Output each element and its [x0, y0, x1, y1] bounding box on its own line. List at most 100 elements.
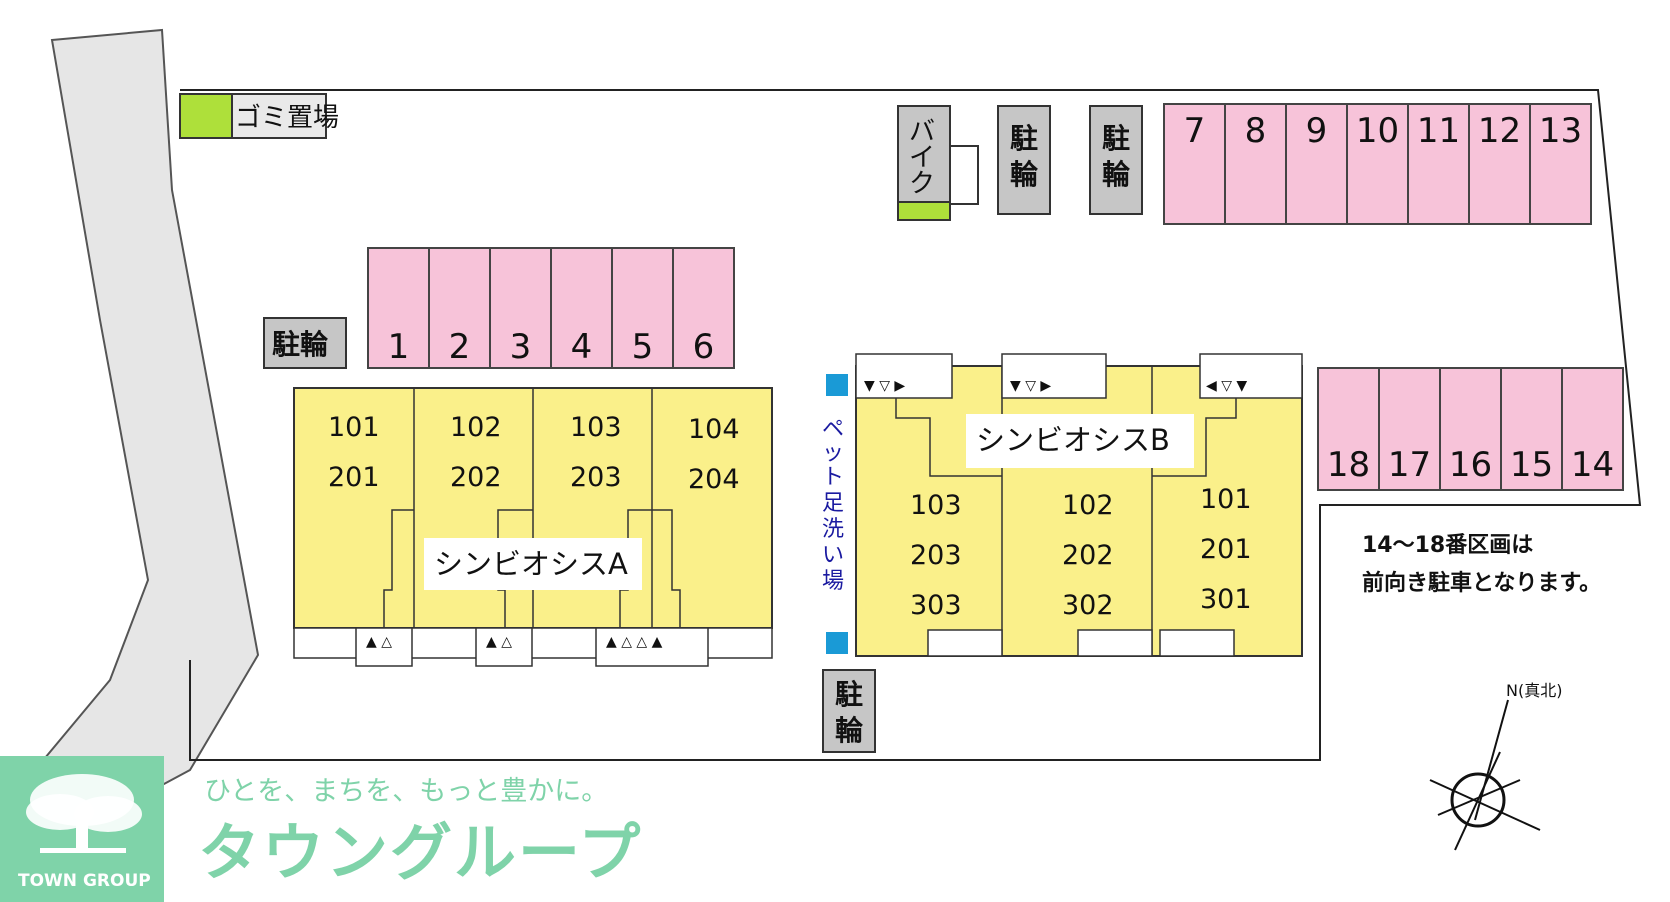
parking-right-slot-label-17: 17 [1388, 445, 1431, 485]
building-b-unit-3-f1: 101 [1200, 484, 1252, 515]
pet-wash-char-3: ト [822, 465, 844, 490]
bicycle-parking-bottom-char-1: 駐 [835, 678, 863, 711]
building-b-top-entry-2 [1001, 353, 1107, 399]
building-b-top-entry-3 [1199, 353, 1303, 399]
parking-top-right-slot-label-13: 13 [1539, 111, 1582, 151]
building-b-bottom-entry-3 [1159, 629, 1235, 657]
building-a-name: シンビオシスA [434, 547, 628, 581]
brand-name: タウングループ [198, 816, 642, 889]
pet-wash-char-1: ペ [822, 417, 844, 442]
building-b-unit-2-f1: 102 [1062, 490, 1114, 521]
parking-top-left-slot-3 [489, 247, 552, 369]
parking-top-right-slot-label-12: 12 [1478, 111, 1521, 151]
building-a-entry-mark-3: ▲ △ △ ▲ [606, 634, 663, 650]
parking-top-right-slot-label-8: 8 [1245, 111, 1267, 151]
parking-top-left-slot-label-4: 4 [571, 327, 593, 367]
parking-right-slot-label-14: 14 [1571, 445, 1614, 485]
building-a-entry-3 [595, 627, 709, 667]
pet-wash-char-5: 洗 [822, 517, 844, 542]
pet-wash-char-6: い [822, 543, 844, 568]
parking-group-right: 18 17 16 15 14 [1317, 367, 1624, 491]
bicycle-parking-left [263, 317, 347, 369]
site-boundary [180, 89, 1642, 761]
building-b-unit-1-f3: 303 [910, 590, 962, 621]
parking-top-right-slot-label-11: 11 [1417, 111, 1460, 151]
building-b-top-mark-3: ◀ ▽ ▼ [1206, 378, 1247, 394]
tree-crown-3 [74, 796, 142, 832]
parking-right-slot-14 [1561, 367, 1624, 491]
bicycle-parking-top-2-char-2: 輪 [1102, 158, 1131, 191]
building-b-unit-3-f2: 201 [1200, 534, 1252, 565]
compass-rose [1450, 772, 1506, 828]
pet-wash-char-7: 場 [822, 569, 844, 594]
building-b-unit-2-f2: 202 [1062, 540, 1114, 571]
parking-right-slot-15 [1500, 367, 1563, 491]
building-a-entry-2 [475, 627, 533, 667]
building-b-name: シンビオシスB [976, 423, 1170, 457]
parking-top-right-slot-8 [1224, 103, 1287, 225]
parking-note-line-2: 前向き駐車となります。 [1362, 570, 1601, 596]
road [8, 28, 260, 842]
building-a-corridor-1 [383, 509, 414, 628]
parking-note-line-1: 14～18番区画は [1362, 533, 1533, 558]
parking-top-left-slot-label-3: 3 [510, 327, 532, 367]
compass-cross-2 [1454, 751, 1501, 851]
parking-right-slot-16 [1439, 367, 1502, 491]
building-a-entry-mark-2: ▲ △ [486, 634, 512, 650]
parking-top-right-slot-label-9: 9 [1306, 111, 1328, 151]
parking-top-left-slot-6 [672, 247, 735, 369]
bicycle-parking-top-2-char-1: 駐 [1102, 122, 1130, 155]
pet-wash-char-2: ッ [822, 441, 844, 466]
building-a-unit-4-upper: 104 [688, 414, 740, 445]
bike-area-green [897, 201, 951, 221]
building-b-unit-3-f3: 301 [1200, 584, 1252, 615]
compass-cross-3 [1437, 779, 1521, 816]
bike-area-label-1: バ [909, 117, 935, 147]
compass-label: N(真北) [1506, 681, 1562, 700]
parking-right-slot-label-16: 16 [1449, 445, 1492, 485]
bicycle-parking-top-1-char-1: 駐 [1010, 122, 1038, 155]
parking-top-right-slot-label-10: 10 [1356, 111, 1399, 151]
building-b-unit-1-f1: 103 [910, 490, 962, 521]
parking-top-left-slot-5 [611, 247, 674, 369]
compass-icon: N(真北) [1429, 681, 1562, 851]
building-b-bottom-entry-1 [927, 629, 1003, 657]
bicycle-parking-top-1 [997, 105, 1051, 215]
bicycle-parking-bottom-char-2: 輪 [835, 714, 864, 747]
building-a-name-bg [424, 538, 642, 590]
parking-right-slot-label-15: 15 [1510, 445, 1553, 485]
building-b-top-entry-1 [855, 353, 953, 399]
parking-right-slot-label-18: 18 [1327, 445, 1370, 485]
garbage-area-green [179, 93, 233, 139]
bike-area-label-2: イ [909, 143, 935, 173]
compass-cross-1 [1429, 779, 1541, 831]
brand-tagline: ひとを、まちを、もっと豊かに。 [204, 776, 608, 807]
building-a-unit-3-upper: 103 [570, 412, 622, 443]
bike-area [897, 105, 951, 203]
bike-area-side [949, 145, 979, 205]
garbage-area-label: ゴミ置場 [235, 103, 339, 133]
pet-wash-marker-top [826, 374, 848, 396]
building-a: ▲ △ ▲ △ ▲ △ △ ▲ シンビオシスA 101 201 102 202 … [293, 387, 773, 667]
building-b-name-bg [966, 414, 1194, 468]
bicycle-parking-top-2 [1089, 105, 1143, 215]
tree-trunk [76, 816, 88, 850]
building-a-unit-1-upper: 101 [328, 412, 380, 443]
building-a-unit-2-lower: 202 [450, 462, 502, 493]
parking-top-right-slot-10 [1346, 103, 1409, 225]
parking-top-right-slot-label-7: 7 [1184, 111, 1206, 151]
building-a-unit-2-upper: 102 [450, 412, 502, 443]
building-b-top-mark-1: ▼ ▽ ▶ [864, 378, 905, 394]
building-a-entry-mark-1: ▲ △ [366, 634, 392, 650]
parking-top-right-slot-7 [1163, 103, 1226, 225]
brand-logo: TOWN GROUP [0, 756, 164, 902]
building-b-unit-1-f2: 203 [910, 540, 962, 571]
building-a-unit-4-lower: 204 [688, 464, 740, 495]
parking-right-slot-18 [1317, 367, 1380, 491]
parking-top-left-slot-label-5: 5 [632, 327, 654, 367]
tree-ground [40, 848, 126, 853]
bicycle-parking-left-label: 駐輪 [272, 328, 329, 361]
